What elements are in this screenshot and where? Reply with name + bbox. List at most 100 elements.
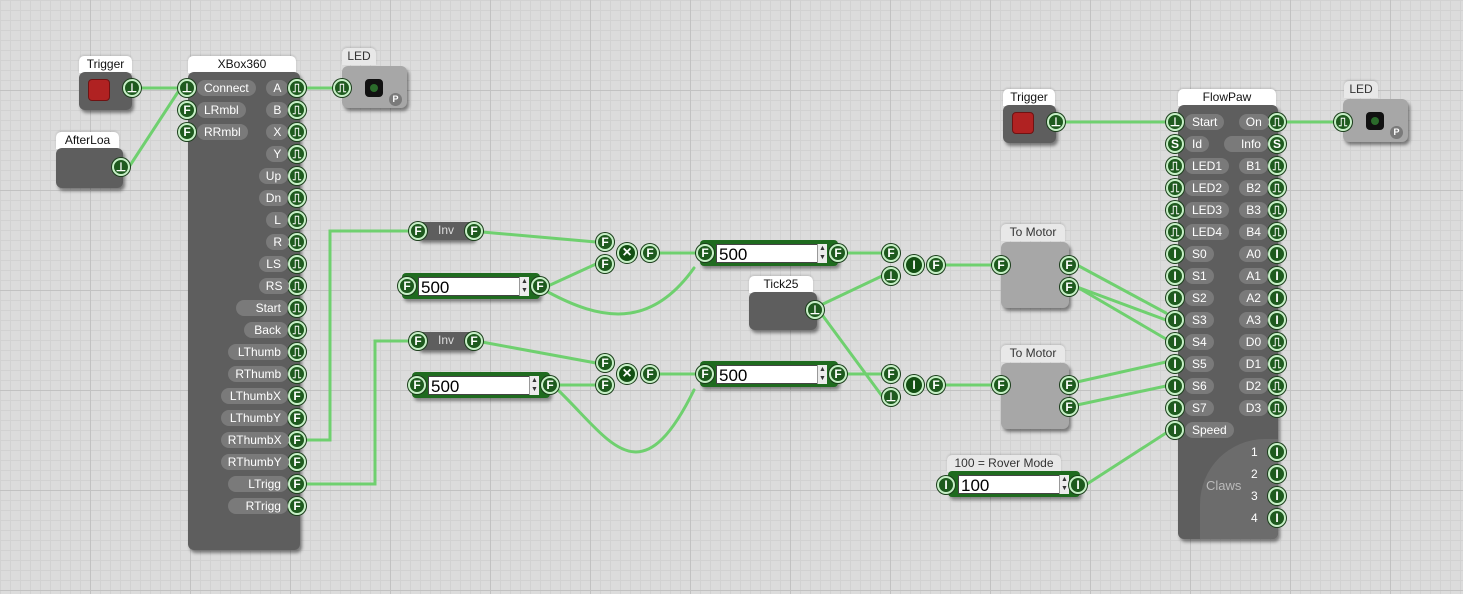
num500d-box[interactable]: 500 ▲▼ — [700, 361, 838, 387]
mul1-in-b-port[interactable]: F — [596, 255, 614, 273]
num500a-box[interactable]: 500 ▲▼ — [402, 273, 540, 299]
flowpaw-out-on-port[interactable]: ⎍ — [1268, 113, 1286, 131]
flowpaw-claw-1-port[interactable]: I — [1268, 443, 1286, 461]
flowpaw-claw-4-port[interactable]: I — [1268, 509, 1286, 527]
flowpaw-in-start-port[interactable]: ⊥ — [1166, 113, 1184, 131]
xbox-out-rthumbx-port[interactable]: F — [288, 431, 306, 449]
afterload-block[interactable] — [56, 148, 123, 188]
num500d-out-port[interactable]: F — [829, 365, 847, 383]
flowpaw-in-led2-port[interactable]: ⎍ — [1166, 179, 1184, 197]
flowpaw-claw-2-port[interactable]: I — [1268, 465, 1286, 483]
xbox-out-r-port[interactable]: ⎍ — [288, 233, 306, 251]
num500a-field[interactable]: 500 — [418, 277, 520, 297]
xbox-out-b-port[interactable]: ⎍ — [288, 101, 306, 119]
flowpaw-in-id-port[interactable]: S — [1166, 135, 1184, 153]
flowpaw-claw-3-port[interactable]: I — [1268, 487, 1286, 505]
flowpaw-in-s7-port[interactable]: I — [1166, 399, 1184, 417]
num500b-field[interactable]: 500 — [428, 376, 530, 396]
trigger2-button[interactable] — [1012, 112, 1034, 134]
xbox-in-connect-port[interactable]: ⊥ — [178, 79, 196, 97]
xbox-out-rs-port[interactable]: ⎍ — [288, 277, 306, 295]
flowpaw-in-s2-port[interactable]: I — [1166, 289, 1184, 307]
flowpaw-out-b3-port[interactable]: ⎍ — [1268, 201, 1286, 219]
num500c-out-port[interactable]: F — [829, 244, 847, 262]
trigger1-out-port[interactable]: ⊥ — [123, 79, 141, 97]
xbox-out-ltrigg-port[interactable]: F — [288, 475, 306, 493]
led1-p-badge[interactable]: P — [389, 93, 402, 106]
flowpaw-in-led3-port[interactable]: ⎍ — [1166, 201, 1184, 219]
xbox-out-up-port[interactable]: ⎍ — [288, 167, 306, 185]
flowpaw-out-b1-port[interactable]: ⎍ — [1268, 157, 1286, 175]
afterload-out-port[interactable]: ⊥ — [112, 158, 130, 176]
xbox-out-rtrigg-port[interactable]: F — [288, 497, 306, 515]
mul2-multiply-icon[interactable]: × — [617, 364, 637, 384]
round2-icon[interactable]: I — [904, 375, 924, 395]
xbox-out-dn-port[interactable]: ⎍ — [288, 189, 306, 207]
num500c-field[interactable]: 500 — [716, 244, 818, 264]
led1-block[interactable]: P — [342, 66, 407, 108]
inv1-in-port[interactable]: F — [409, 222, 427, 240]
flowpaw-in-s5-port[interactable]: I — [1166, 355, 1184, 373]
xbox-out-ls-port[interactable]: ⎍ — [288, 255, 306, 273]
inv1-out-port[interactable]: F — [465, 222, 483, 240]
rover-box[interactable]: 100 ▲▼ — [948, 471, 1080, 497]
num500d-spinner[interactable]: ▲▼ — [817, 365, 827, 384]
trigger1-button[interactable] — [88, 79, 110, 101]
xbox-out-x-port[interactable]: ⎍ — [288, 123, 306, 141]
xbox-out-lthumby-port[interactable]: F — [288, 409, 306, 427]
flowpaw-in-led1-port[interactable]: ⎍ — [1166, 157, 1184, 175]
num500a-spinner[interactable]: ▲▼ — [519, 277, 529, 296]
inv2-block[interactable]: Inv — [418, 332, 474, 350]
xbox-in-rrmbl-port[interactable]: F — [178, 123, 196, 141]
xbox-out-lthumbx-port[interactable]: F — [288, 387, 306, 405]
round1-out-port[interactable]: F — [927, 256, 945, 274]
xbox-out-start-port[interactable]: ⎍ — [288, 299, 306, 317]
flowpaw-out-a2-port[interactable]: I — [1268, 289, 1286, 307]
round2-out-port[interactable]: F — [927, 376, 945, 394]
tick-out-port[interactable]: ⊥ — [806, 301, 824, 319]
flowpaw-out-b2-port[interactable]: ⎍ — [1268, 179, 1286, 197]
xbox-out-l-port[interactable]: ⎍ — [288, 211, 306, 229]
motor2-block[interactable] — [1001, 363, 1069, 429]
mul1-in-a-port[interactable]: F — [596, 233, 614, 251]
motor2-in-port[interactable]: F — [992, 376, 1010, 394]
num500b-box[interactable]: 500 ▲▼ — [412, 372, 550, 398]
flowpaw-out-d2-port[interactable]: ⎍ — [1268, 377, 1286, 395]
rover-in-port[interactable]: I — [937, 476, 955, 494]
inv2-out-port[interactable]: F — [465, 332, 483, 350]
flowpaw-in-s3-port[interactable]: I — [1166, 311, 1184, 329]
motor2-out-b-port[interactable]: F — [1060, 398, 1078, 416]
round2-in-value-port[interactable]: F — [882, 365, 900, 383]
xbox-out-rthumb-port[interactable]: ⎍ — [288, 365, 306, 383]
num500d-in-port[interactable]: F — [696, 365, 714, 383]
flowpaw-out-b4-port[interactable]: ⎍ — [1268, 223, 1286, 241]
xbox-out-lthumb-port[interactable]: ⎍ — [288, 343, 306, 361]
mul2-out-port[interactable]: F — [641, 365, 659, 383]
flowpaw-in-s6-port[interactable]: I — [1166, 377, 1184, 395]
xbox-out-back-port[interactable]: ⎍ — [288, 321, 306, 339]
flowpaw-in-s4-port[interactable]: I — [1166, 333, 1184, 351]
inv1-block[interactable]: Inv — [418, 222, 474, 240]
num500c-box[interactable]: 500 ▲▼ — [700, 240, 838, 266]
flowpaw-in-s0-port[interactable]: I — [1166, 245, 1184, 263]
led2-p-badge[interactable]: P — [1390, 126, 1403, 139]
flowpaw-in-led4-port[interactable]: ⎍ — [1166, 223, 1184, 241]
num500b-spinner[interactable]: ▲▼ — [529, 376, 539, 395]
motor1-block[interactable] — [1001, 242, 1069, 308]
num500a-out-port[interactable]: F — [531, 277, 549, 295]
motor1-out-a-port[interactable]: F — [1060, 256, 1078, 274]
flowpaw-out-a1-port[interactable]: I — [1268, 267, 1286, 285]
flowpaw-out-a3-port[interactable]: I — [1268, 311, 1286, 329]
num500a-in-port[interactable]: F — [398, 277, 416, 295]
led2-in-port[interactable]: ⎍ — [1334, 113, 1352, 131]
motor1-out-b-port[interactable]: F — [1060, 278, 1078, 296]
num500b-out-port[interactable]: F — [541, 376, 559, 394]
flowpaw-in-speed-port[interactable]: I — [1166, 421, 1184, 439]
flowpaw-out-info-port[interactable]: S — [1268, 135, 1286, 153]
rover-field[interactable]: 100 — [958, 475, 1062, 495]
xbox-out-rthumby-port[interactable]: F — [288, 453, 306, 471]
xbox-in-lrmbl-port[interactable]: F — [178, 101, 196, 119]
mul2-in-a-port[interactable]: F — [596, 354, 614, 372]
rover-spinner[interactable]: ▲▼ — [1059, 475, 1069, 494]
round1-in-value-port[interactable]: F — [882, 244, 900, 262]
